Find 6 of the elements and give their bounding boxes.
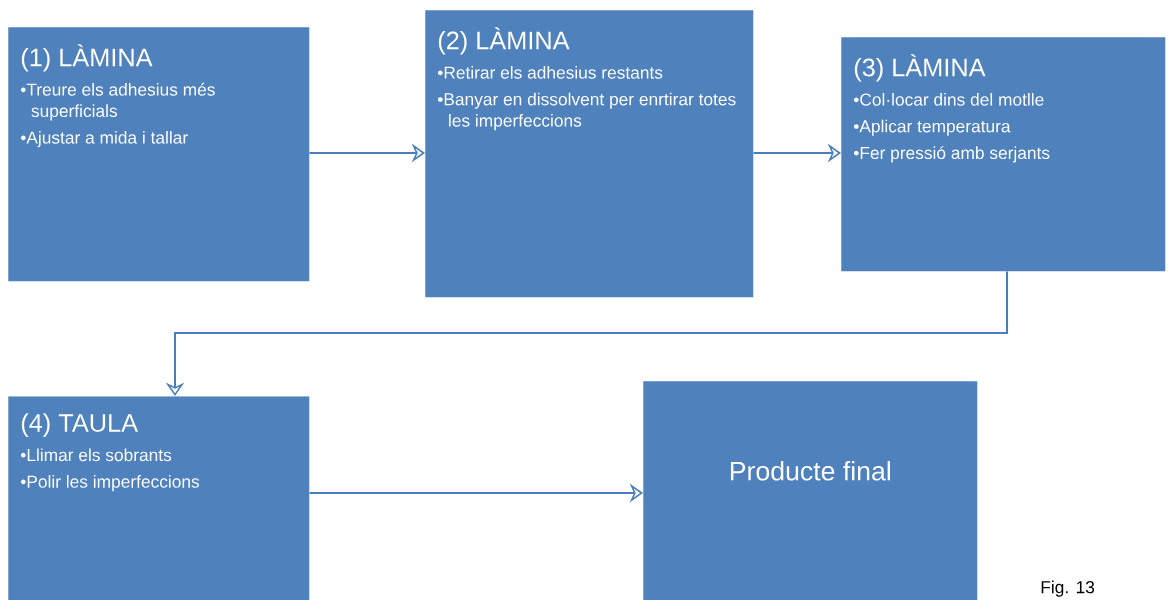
figure-number: Fig. 13 xyxy=(1041,580,1095,597)
process-box: (1) LÀMINA •Treure els adhesius més superficials •Ajustar a mida i tallar xyxy=(8,27,310,282)
process-box: (3) LÀMINA •Col·locar dins del motlle •Aplicar temperatura •Fer pressió amb serjants xyxy=(841,37,1166,272)
process-box: (2) LÀMINA •Retirar els adhesius restants •Banyar en dissolvent per enrtirar totes les imperfeccions xyxy=(425,10,754,298)
process-box: Producte final xyxy=(643,381,978,600)
process-box: (4) TAULA •Llimar els sobrants •Polir les imperfeccions xyxy=(8,396,310,600)
